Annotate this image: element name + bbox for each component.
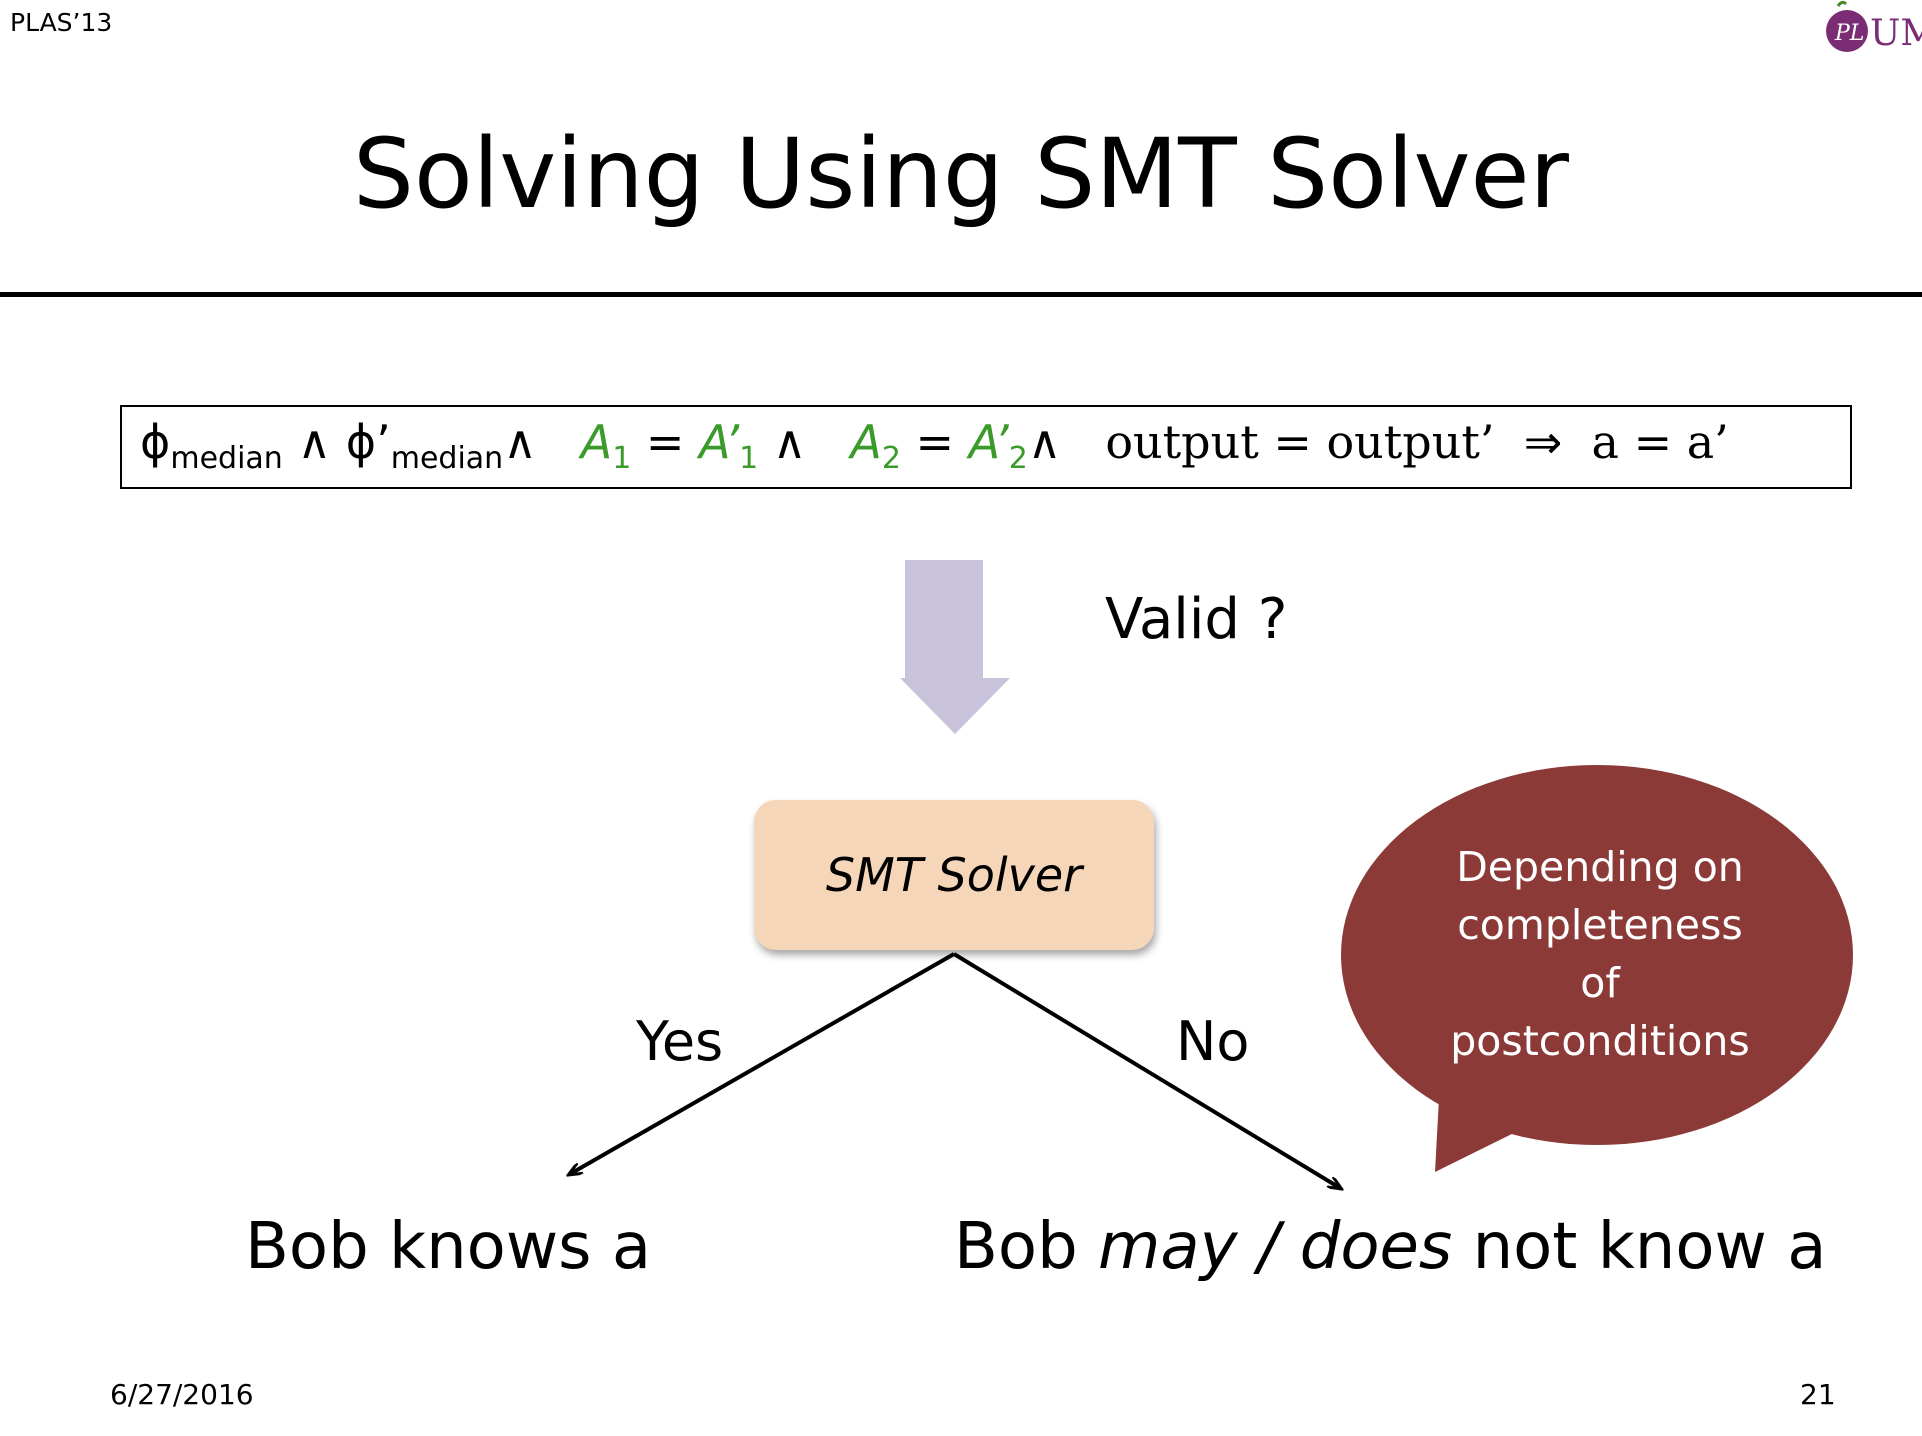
- logo-mark: PL: [1834, 21, 1864, 46]
- a2-term: A: [850, 415, 882, 469]
- logo-text: UM: [1870, 13, 1922, 54]
- a-equality: a = a’: [1591, 415, 1729, 469]
- bubble-line: Depending on: [1456, 843, 1744, 891]
- a2-subscript: 2: [881, 441, 901, 476]
- bubble-line: of: [1580, 959, 1620, 1007]
- a1-prime-term: A’: [699, 415, 740, 469]
- yes-branch-line: [570, 952, 955, 1174]
- median-subscript: median: [390, 441, 504, 476]
- no-outcome-suffix: not know a: [1452, 1210, 1827, 1284]
- page-number: 21: [1800, 1378, 1836, 1411]
- implies-symbol: ⇒: [1523, 415, 1563, 469]
- output-equality: output = output’: [1105, 415, 1495, 469]
- no-branch-line: [952, 952, 1340, 1188]
- down-arrow: [900, 560, 1010, 734]
- yes-branch-label: Yes: [636, 1010, 724, 1073]
- a1-subscript: 1: [612, 441, 632, 476]
- bubble-text: Depending on completeness of postconditi…: [1380, 838, 1820, 1070]
- valid-question-label: Valid ?: [1105, 587, 1288, 652]
- a1-prime-subscript: 1: [739, 441, 759, 476]
- smt-solver-label: SMT Solver: [825, 848, 1083, 902]
- a1-term: A: [580, 415, 613, 469]
- no-branch-label: No: [1176, 1010, 1250, 1073]
- phi-prime-symbol: ϕ’: [345, 415, 391, 469]
- and-symbol: ∧: [1027, 415, 1062, 469]
- bubble-line: completeness: [1457, 901, 1743, 949]
- formula-box: ϕmedian ∧ ϕ’median∧ A1 = A’1 ∧ A2 = A’2∧…: [120, 405, 1852, 489]
- a2-prime-subscript: 2: [1008, 441, 1028, 476]
- speech-bubble: [1341, 765, 1853, 1145]
- speech-bubble-tail: [1435, 1080, 1530, 1172]
- bubble-line: postconditions: [1450, 1017, 1750, 1065]
- and-symbol: ∧: [503, 415, 537, 469]
- smt-solver-box: SMT Solver: [754, 800, 1154, 950]
- equals-symbol: =: [915, 415, 955, 469]
- no-outcome-prefix: Bob: [954, 1210, 1099, 1284]
- yes-outcome-text: Bob knows a: [245, 1210, 652, 1284]
- slide-title: Solving Using SMT Solver: [353, 118, 1569, 230]
- footer-date: 6/27/2016: [110, 1378, 254, 1411]
- conference-label: PLAS’13: [10, 8, 113, 37]
- university-logo: PL UM: [1820, 0, 1922, 60]
- no-outcome-text: Bob may / does not know a: [954, 1210, 1826, 1284]
- no-outcome-italic: may / does: [1098, 1210, 1453, 1284]
- a2-prime-term: A’: [968, 415, 1009, 469]
- equals-symbol: =: [645, 415, 685, 469]
- median-subscript: median: [170, 441, 283, 476]
- and-symbol: ∧: [772, 415, 807, 469]
- formula-row: ϕmedian ∧ ϕ’median∧ A1 = A’1 ∧ A2 = A’2∧…: [140, 415, 1729, 476]
- phi-symbol: ϕ: [140, 415, 171, 469]
- and-symbol: ∧: [297, 415, 332, 469]
- title-divider: [0, 292, 1922, 297]
- logo-circle: [1826, 10, 1868, 52]
